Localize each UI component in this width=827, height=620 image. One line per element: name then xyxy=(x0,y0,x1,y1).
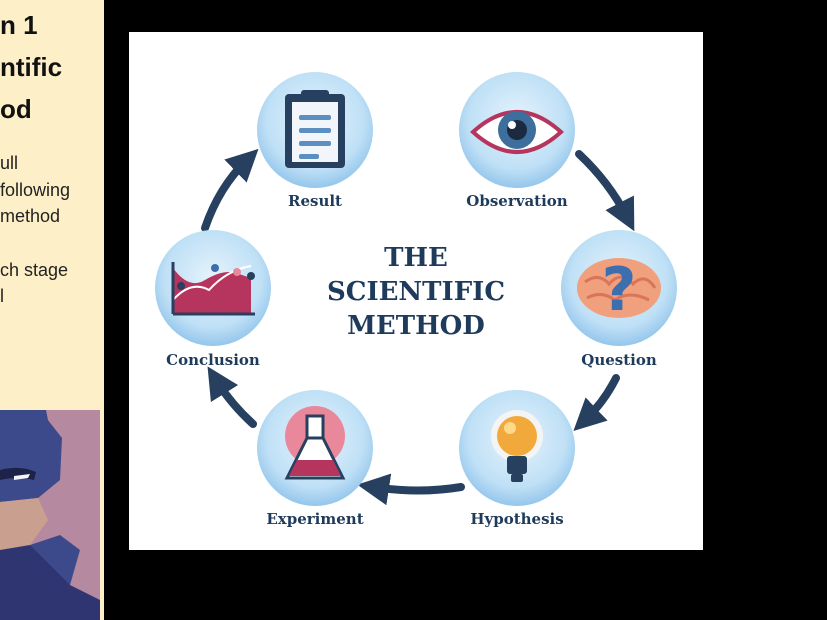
stage-label-question: Question xyxy=(581,351,657,369)
cycle-arrows xyxy=(201,148,635,506)
diagram-title-line-1: THE xyxy=(384,243,448,273)
lightbulb-icon xyxy=(491,410,543,482)
side-panel: n 1 ntific od ull following method ch st… xyxy=(0,0,104,620)
stage-observation: Observation xyxy=(459,72,575,210)
panel-body-text: ull following method ch stage l xyxy=(0,150,70,310)
panel-title-line: ntific xyxy=(0,52,63,82)
panel-title: n 1 ntific od xyxy=(0,4,62,130)
stage-label-hypothesis: Hypothesis xyxy=(470,510,563,528)
stage-label-experiment: Experiment xyxy=(266,510,363,528)
chart-icon xyxy=(171,262,255,316)
clipboard-icon xyxy=(285,90,345,168)
eye-icon xyxy=(470,110,564,154)
stage-hypothesis: Hypothesis xyxy=(459,390,575,528)
panel-body-line: ch stage xyxy=(0,259,69,280)
arrow-observation-to-question xyxy=(575,150,635,232)
arrow-experiment-to-conclusion xyxy=(207,366,257,428)
diagram-title-line-3: METHOD xyxy=(347,311,485,341)
diagram-canvas: Result Observation ? Question xyxy=(155,72,677,528)
stage-label-conclusion: Conclusion xyxy=(166,351,260,369)
panel-body-line: method xyxy=(0,206,61,227)
brain-question-icon: ? xyxy=(577,255,661,325)
arrow-conclusion-to-result xyxy=(201,148,259,232)
panel-body-line xyxy=(0,230,70,257)
diagram-title: THE SCIENTIFIC METHOD xyxy=(327,243,505,341)
svg-text:?: ? xyxy=(602,255,637,325)
stage-result: Result xyxy=(257,72,373,210)
stage-experiment: Experiment xyxy=(257,390,373,528)
scientific-method-diagram: Result Observation ? Question xyxy=(129,32,703,550)
stage-label-observation: Observation xyxy=(466,192,568,210)
flask-icon xyxy=(284,406,346,480)
arrow-hypothesis-to-experiment xyxy=(357,473,465,506)
stage-question: ? Question xyxy=(561,230,677,369)
stage-conclusion: Conclusion xyxy=(155,230,271,369)
cartoon-hero-image xyxy=(0,410,100,620)
panel-title-line: od xyxy=(0,94,32,124)
panel-body-line: l xyxy=(0,286,4,307)
diagram-title-line-2: SCIENTIFIC xyxy=(327,277,505,307)
panel-body-line: following xyxy=(0,179,71,200)
stage-label-result: Result xyxy=(288,192,342,210)
arrow-question-to-hypothesis xyxy=(573,374,620,432)
panel-body-line: ull xyxy=(0,153,19,173)
panel-title-line: n 1 xyxy=(0,10,38,40)
